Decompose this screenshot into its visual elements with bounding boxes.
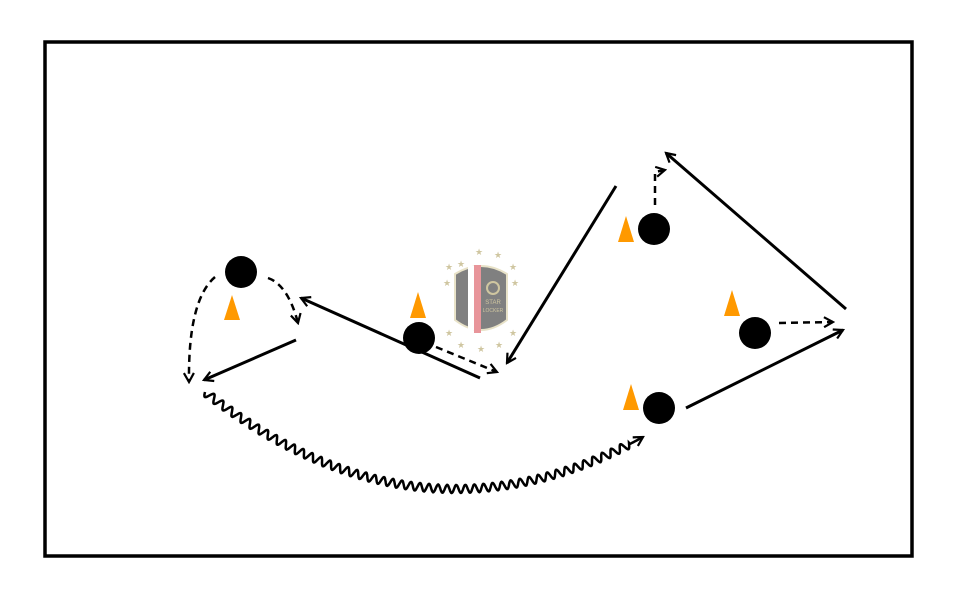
player bbox=[403, 322, 435, 354]
cone-icon bbox=[224, 295, 240, 320]
svg-text:★: ★ bbox=[509, 262, 517, 272]
pass-arrow bbox=[204, 338, 297, 380]
svg-text:★: ★ bbox=[457, 259, 465, 269]
player bbox=[638, 213, 670, 245]
player bbox=[739, 317, 771, 349]
cone-icon bbox=[724, 290, 740, 316]
run-arrow bbox=[435, 345, 497, 372]
svg-text:★: ★ bbox=[475, 247, 483, 257]
player bbox=[225, 256, 257, 288]
svg-text:★: ★ bbox=[445, 328, 453, 338]
run-arrow bbox=[778, 322, 833, 323]
player bbox=[643, 392, 675, 424]
cone-icon bbox=[618, 216, 634, 242]
logo-text: STAR bbox=[485, 300, 501, 306]
svg-text:★: ★ bbox=[443, 278, 451, 288]
pass-arrow bbox=[666, 153, 847, 311]
svg-text:★: ★ bbox=[477, 344, 485, 354]
run-arrow bbox=[653, 170, 665, 205]
pass-arrow bbox=[301, 298, 481, 380]
svg-text:★: ★ bbox=[509, 328, 517, 338]
run-arrow bbox=[267, 276, 298, 323]
club-logo: ★ ★ ★ ★ ★ ★ ★ ★ ★ ★ ★ ★ STAR LOCKER bbox=[443, 247, 519, 354]
svg-text:★: ★ bbox=[495, 340, 503, 350]
logo-text: LOCKER bbox=[483, 308, 504, 314]
pass-arrow bbox=[505, 185, 618, 363]
dribble-arrow bbox=[203, 391, 643, 495]
svg-text:★: ★ bbox=[445, 262, 453, 272]
cone-icon bbox=[623, 384, 639, 410]
svg-text:★: ★ bbox=[494, 250, 502, 260]
pass-arrow bbox=[685, 330, 843, 410]
cone-icon bbox=[410, 292, 426, 318]
svg-text:★: ★ bbox=[511, 278, 519, 288]
svg-text:★: ★ bbox=[457, 340, 465, 350]
